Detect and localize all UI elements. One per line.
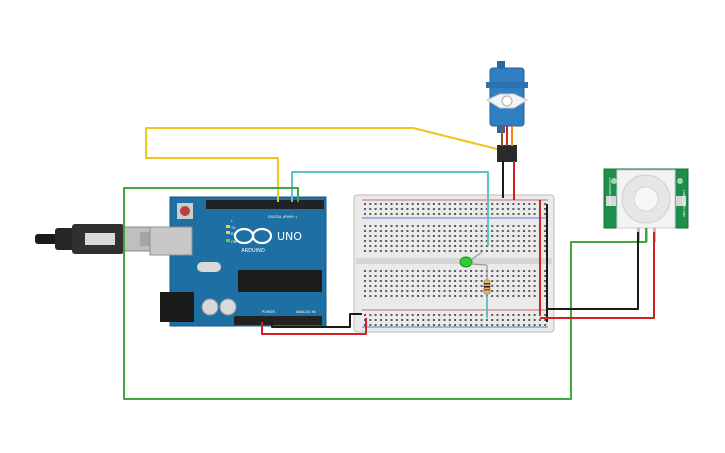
power-jack <box>160 292 194 322</box>
atmega-chip <box>238 270 322 292</box>
usb-cable[interactable] <box>35 224 167 254</box>
arduino-uno-board[interactable]: ARDUINO UNO DIGITAL (PWM~) POWER ANALOG … <box>149 196 327 327</box>
usb-port <box>149 226 193 256</box>
tx-label: TX <box>230 226 236 230</box>
l-label: L <box>231 219 233 223</box>
power-label: POWER <box>262 310 276 314</box>
rx-label: RX <box>231 232 236 236</box>
arduino-logo <box>233 227 273 245</box>
wire-black-arduino-gnd[interactable] <box>271 313 362 328</box>
pir-right-label: LONG DELAY TIME <box>682 190 686 217</box>
green-led[interactable] <box>459 251 488 268</box>
pir-motion-sensor[interactable]: HIGH SENSITIVITY LONG DELAY TIME <box>603 168 689 242</box>
power-analog-header <box>234 316 322 325</box>
wire-red-arduino-5v[interactable] <box>261 318 367 335</box>
wire-red-pir-power[interactable] <box>540 232 655 319</box>
brand-label: ARDUINO <box>241 248 265 254</box>
breadboard <box>353 194 555 333</box>
analog-label: ANALOG IN <box>296 310 316 314</box>
servo-motor[interactable] <box>485 61 529 162</box>
on-label: ON <box>231 240 237 244</box>
servo-connector <box>497 145 517 162</box>
wire-yellow-servo-signal[interactable] <box>145 127 498 202</box>
digital-label: DIGITAL (PWM~) <box>268 215 298 219</box>
pir-left-label: HIGH SENSITIVITY <box>608 177 612 204</box>
breadboard-holes <box>364 203 547 326</box>
wire-black-pir-ground[interactable] <box>546 232 639 310</box>
digital-header <box>206 200 324 209</box>
wire-green-pir[interactable] <box>123 187 647 400</box>
model-label: UNO <box>277 230 302 243</box>
